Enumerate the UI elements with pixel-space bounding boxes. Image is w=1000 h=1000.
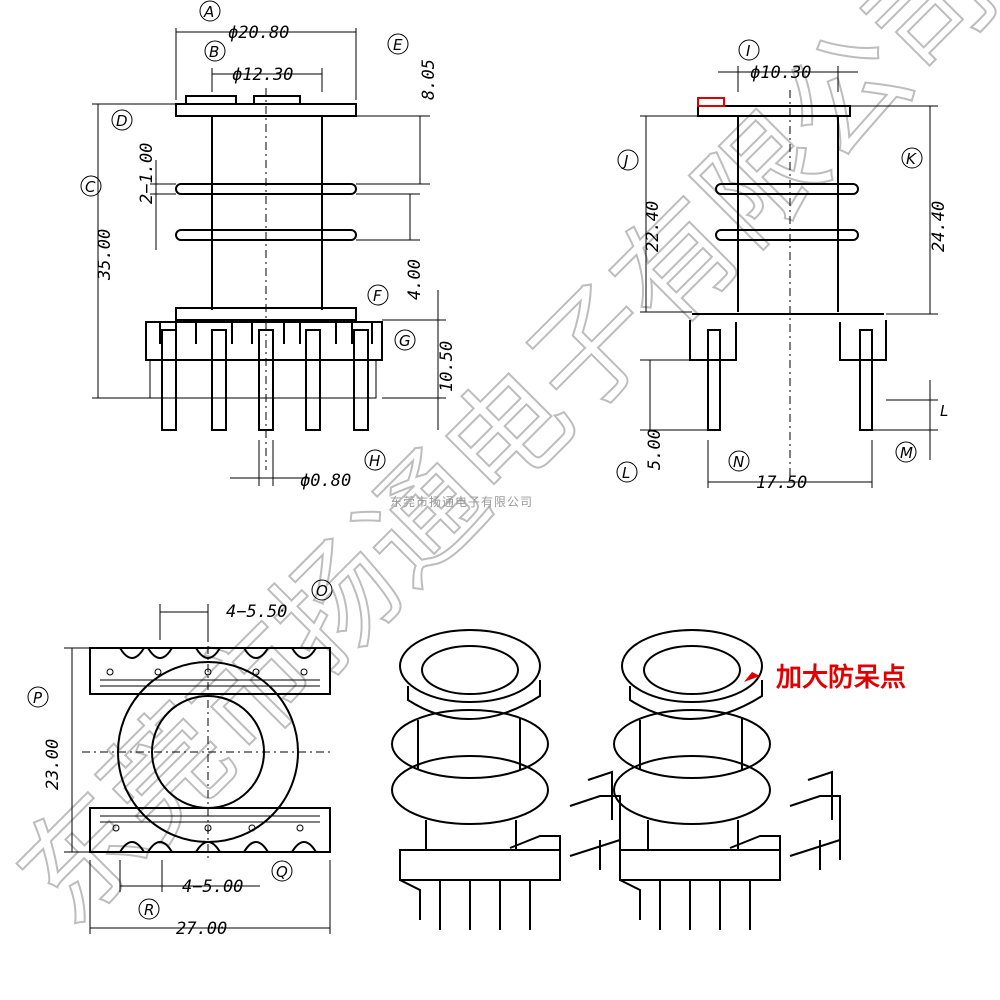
dim-h: ϕ0.80 bbox=[300, 471, 351, 491]
label-l-left: L bbox=[622, 464, 630, 482]
label-j: J bbox=[621, 152, 628, 170]
dim-r: 27.00 bbox=[176, 919, 227, 939]
dim-l: 5.00 bbox=[645, 429, 665, 470]
front-view: ϕ20.80 ϕ12.30 35.00 2−1.00 8.05 4.00 10.… bbox=[80, 0, 457, 491]
label-k: K bbox=[906, 150, 917, 168]
dim-a: ϕ20.80 bbox=[228, 23, 289, 43]
dim-f: 4.00 bbox=[405, 259, 425, 300]
label-m: M bbox=[900, 444, 913, 462]
side-view: ϕ10.30 22.40 24.40 5.00 17.50 I J K L L … bbox=[616, 39, 949, 493]
dim-b: ϕ12.30 bbox=[232, 65, 293, 85]
label-h: H bbox=[369, 452, 380, 470]
dim-d: 2−1.00 bbox=[137, 143, 157, 204]
side-labels: I J K L L M N bbox=[616, 39, 948, 483]
bottom-labels: O P Q R bbox=[27, 579, 333, 920]
annotation-label: 加大防呆点 bbox=[776, 662, 906, 693]
bottom-view: 4−5.50 23.00 4−5.00 27.00 O P Q R bbox=[27, 579, 334, 939]
isometric-view-1 bbox=[391, 629, 621, 930]
label-e: E bbox=[393, 36, 403, 54]
dim-o: 4−5.50 bbox=[226, 602, 287, 622]
front-labels: A B C D E F G H bbox=[80, 0, 416, 471]
label-n: N bbox=[733, 453, 744, 471]
label-r: R bbox=[144, 901, 154, 919]
dim-k: 24.40 bbox=[929, 201, 949, 252]
dim-q: 4−5.00 bbox=[182, 877, 243, 897]
isometric-view-2 bbox=[613, 629, 841, 930]
label-b: B bbox=[209, 43, 219, 61]
label-o: O bbox=[316, 582, 328, 600]
label-d: D bbox=[116, 112, 128, 130]
dim-e: 8.05 bbox=[419, 59, 439, 100]
label-f: F bbox=[373, 287, 382, 305]
watermark-small: 东莞市扬通电子有限公司 bbox=[390, 494, 533, 509]
label-q: Q bbox=[276, 863, 288, 881]
label-a: A bbox=[203, 3, 214, 21]
label-i: I bbox=[746, 42, 751, 60]
label-g: G bbox=[399, 332, 411, 350]
label-p: P bbox=[33, 689, 43, 707]
front-pins bbox=[161, 329, 369, 431]
dim-j: 22.40 bbox=[643, 201, 663, 252]
dim-n: 17.50 bbox=[756, 473, 807, 493]
dim-g: 10.50 bbox=[437, 341, 457, 392]
dim-c: 35.00 bbox=[95, 229, 115, 281]
dim-i: ϕ10.30 bbox=[750, 63, 811, 83]
label-l-right: L bbox=[940, 402, 948, 420]
label-c: C bbox=[85, 178, 96, 196]
dim-p: 23.00 bbox=[43, 739, 63, 790]
